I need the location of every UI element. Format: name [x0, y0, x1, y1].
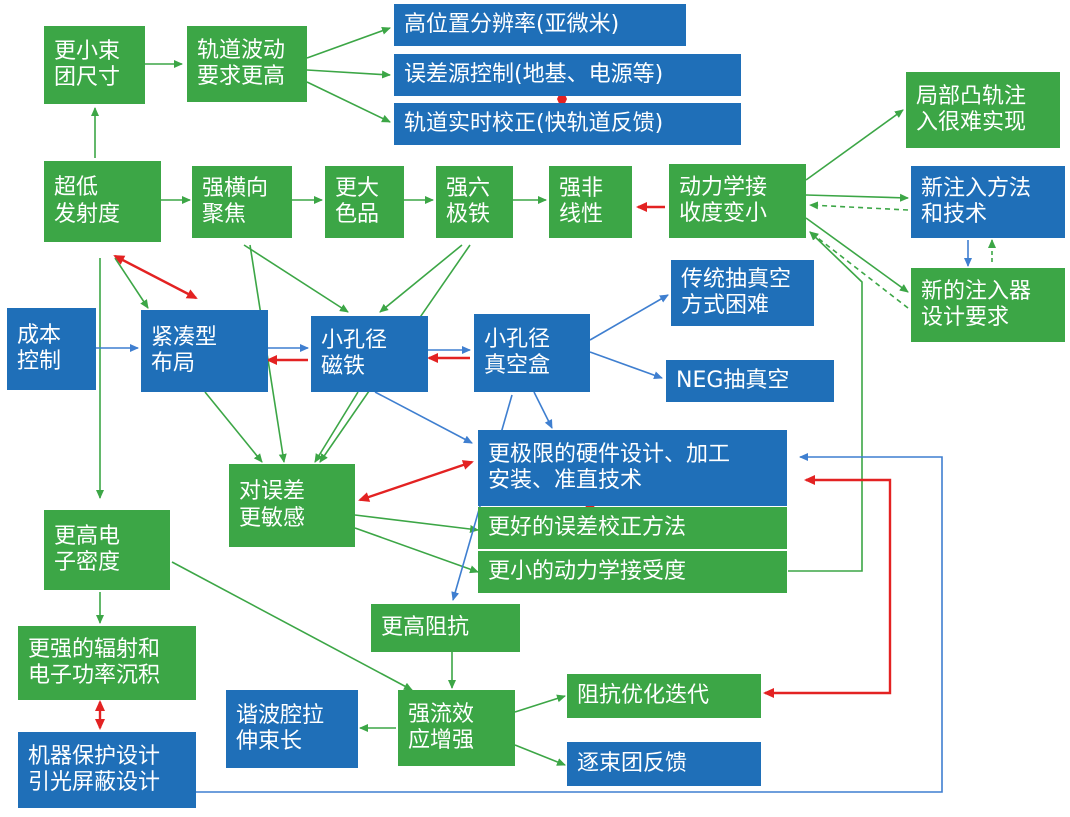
edge-acceptance-to-bump	[805, 109, 904, 181]
node-smaller-bunch: 更小束 团尺寸	[44, 26, 145, 104]
edge-compact-to-sensitivity	[204, 391, 263, 463]
edge-magnet-to-hardware	[374, 391, 473, 444]
edge-magnet-to-sensitivity	[314, 391, 359, 463]
node-small-aperture-magnet: 小孔径 磁铁	[311, 316, 428, 392]
edge-orbit-to-realtime	[306, 81, 391, 123]
edge-orbit-to-resolution	[306, 26, 391, 59]
node-cost-control: 成本 控制	[7, 308, 96, 390]
node-neg-pumping: NEG抽真空	[666, 360, 834, 402]
node-bump-injection: 局部凸轨注 入很难实现	[906, 72, 1060, 148]
node-compact-layout: 紧凑型 布局	[141, 310, 268, 392]
edge-chamber-to-hardware	[533, 391, 553, 429]
edge-optimization-hardware	[763, 475, 892, 698]
node-collective-effect: 强流效 应增强	[398, 690, 515, 766]
edge-sensitivity-to-dynamic	[354, 527, 479, 574]
edge-focusing-to-aperture	[243, 244, 349, 313]
blue-arrows	[96, 240, 972, 793]
node-small-aperture-chamber: 小孔径 真空盒	[474, 314, 590, 392]
red-arrows	[95, 88, 892, 730]
edge-injector-to-acceptance-dashed	[809, 231, 909, 309]
edge-orbit-to-error-source	[306, 69, 391, 79]
node-smaller-acceptance: 动力学接 收度变小	[669, 164, 806, 238]
edge-sextupole-to-aperture	[379, 244, 463, 313]
edge-collective-to-optimization	[514, 694, 566, 713]
node-orbit-stability: 轨道波动 要求更高	[187, 26, 307, 102]
edge-protection-to-hardware	[196, 453, 943, 793]
edge-sensitivity-hardware	[358, 460, 474, 502]
node-bunch-feedback: 逐束团反馈	[567, 742, 761, 786]
node-impedance-optimization: 阻抗优化迭代	[567, 674, 761, 718]
node-higher-impedance: 更高阻抗	[371, 604, 520, 652]
node-higher-density: 更高电 子密度	[44, 510, 170, 590]
node-extreme-hardware: 更极限的硬件设计、加工 安装、准直技术	[478, 430, 787, 506]
node-traditional-vacuum: 传统抽真空 方式困难	[671, 260, 814, 326]
node-strong-sextupole: 强六 极铁	[436, 166, 513, 238]
edge-acceptance-to-new-injection	[805, 193, 909, 202]
edge-injection-to-acceptance-dashed	[809, 201, 909, 211]
node-large-chromaticity: 更大 色品	[325, 166, 404, 238]
edge-density-to-collective	[171, 561, 413, 691]
edge-emittance-compact	[113, 254, 198, 300]
edge-chamber-to-neg	[589, 351, 663, 380]
node-realtime-correction: 轨道实时校正(快轨道反馈)	[394, 103, 741, 145]
edge-chamber-to-traditional	[589, 294, 669, 341]
node-new-injection: 新注入方法 和技术	[911, 166, 1065, 238]
node-harmonic-cavity: 谐波腔拉 伸束长	[226, 690, 358, 768]
edge-acceptance-to-injector	[805, 217, 909, 293]
node-better-correction: 更好的误差校正方法	[478, 507, 787, 549]
node-error-sensitive: 对误差 更敏感	[229, 464, 355, 547]
node-smaller-dynamic-acceptance: 更小的动力学接受度	[478, 551, 787, 593]
node-high-resolution: 高位置分辨率(亚微米)	[394, 4, 686, 46]
node-machine-protection: 机器保护设计 引光屏蔽设计	[18, 732, 196, 808]
node-new-injector: 新的注入器 设计要求	[911, 268, 1065, 342]
node-strong-nonlinearity: 强非 线性	[549, 166, 632, 238]
node-stronger-radiation: 更强的辐射和 电子功率沉积	[18, 626, 196, 700]
node-ultralow-emittance: 超低 发射度	[44, 161, 161, 242]
edge-sensitivity-to-correction	[354, 514, 479, 534]
edge-collective-to-feedback	[514, 744, 566, 766]
node-error-source: 误差源控制(地基、电源等)	[394, 54, 741, 96]
node-strong-focusing: 强横向 聚焦	[192, 166, 292, 238]
edge-dynamic-to-acceptance	[788, 231, 863, 572]
